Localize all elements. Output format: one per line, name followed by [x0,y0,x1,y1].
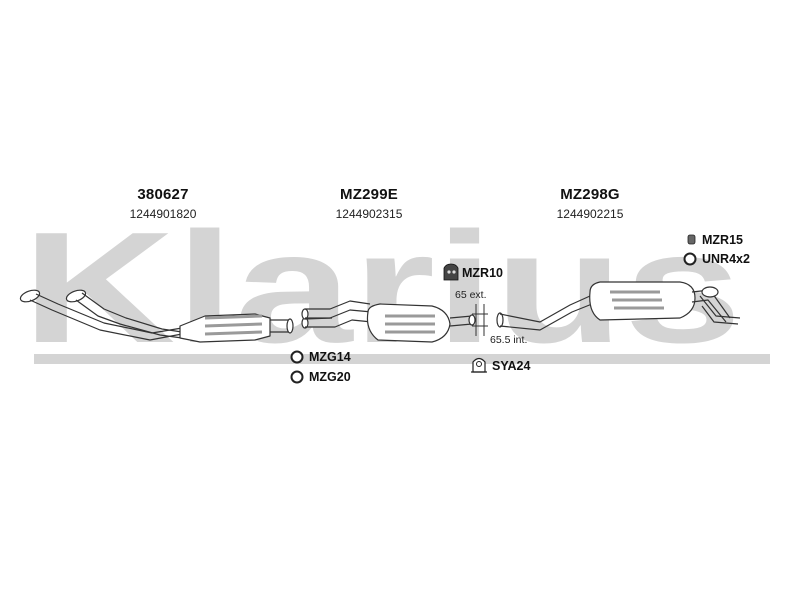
accessory-label-mzr15: MZR15 [702,233,743,247]
accessory-label-mzg14: MZG14 [309,350,351,364]
accessory-label-mzr10: MZR10 [462,266,503,280]
dimension-int-label: 65.5 int. [490,334,528,346]
accessory-label-sya24: SYA24 [492,359,531,373]
accessory-label-unr4x2: UNR4x2 [702,252,750,266]
ring-gasket-icon [290,350,304,364]
ring-gasket-icon [683,252,697,266]
joint-dimension-marker [472,304,488,336]
part-number-centre: MZ299E [340,186,398,203]
oe-number-front: 1244901820 [129,207,197,221]
rubber-hanger-icon [443,263,459,281]
dimension-ext-label: 65 ext. [455,289,487,301]
accessory-label-mzg20: MZG20 [309,370,351,384]
clamp-icon [471,357,487,373]
ring-gasket-icon [290,370,304,384]
oe-number-rear: 1244902215 [556,207,624,221]
rear-silencer [496,281,741,331]
rubber-mount-icon [687,234,696,245]
watermark-underline [34,354,770,364]
part-number-rear: MZ298G [560,186,620,203]
front-pipe-with-catalyst [19,289,294,343]
oe-number-centre: 1244902315 [335,207,403,221]
centre-silencer [301,300,476,343]
part-number-front: 380627 [137,186,189,203]
